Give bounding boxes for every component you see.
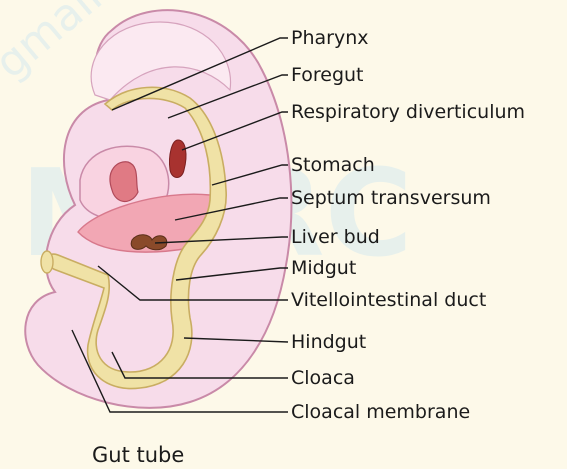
label-midgut: Midgut — [291, 257, 356, 279]
label-hindgut: Hindgut — [291, 331, 366, 353]
vitelline-duct-opening — [41, 251, 53, 273]
label-cloacal-membrane: Cloacal membrane — [291, 401, 470, 423]
label-pharynx: Pharynx — [291, 27, 368, 49]
heart — [110, 162, 138, 202]
label-respiratory-diverticulum: Respiratory diverticulum — [291, 101, 525, 123]
diagram-caption: Gut tube — [92, 443, 184, 467]
label-vitellointestinal-duct: Vitellointestinal duct — [291, 289, 486, 311]
respiratory-diverticulum — [169, 140, 186, 178]
label-stomach: Stomach — [291, 154, 375, 176]
label-cloaca: Cloaca — [291, 367, 355, 389]
label-liver-bud: Liver bud — [291, 226, 380, 248]
label-septum-transversum: Septum transversum — [291, 187, 491, 209]
label-foregut: Foregut — [291, 64, 364, 86]
